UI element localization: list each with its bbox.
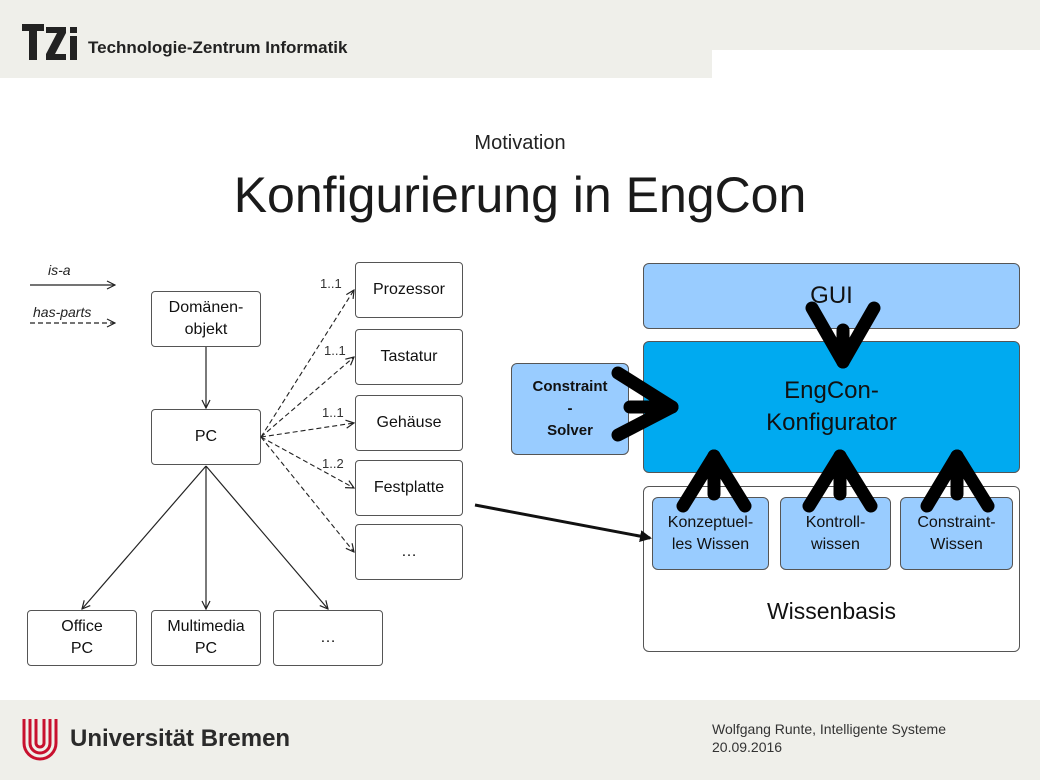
part-node-festplatte: Festplatte [355, 460, 463, 516]
multiplicity-prozessor: 1..1 [320, 276, 342, 291]
conceptual-knowledge-box: Konzeptuel- les Wissen [652, 497, 769, 570]
gui-box: GUI [643, 263, 1020, 329]
edge-pc-to-more [205, 465, 328, 609]
domain-object-node: Domänen- objekt [151, 291, 261, 347]
pc-node: PC [151, 409, 261, 465]
edge-pc-to-office [82, 465, 207, 609]
tzi-logo-icon [22, 24, 77, 60]
part-node-gehaeuse: Gehäuse [355, 395, 463, 451]
header-band [0, 0, 712, 78]
legend-has-parts-label: has-parts [33, 304, 92, 320]
multimedia-pc-node: Multimedia PC [151, 610, 261, 666]
author-name: Wolfgang Runte, Intelligente Systeme [712, 721, 946, 737]
presentation-date: 20.09.2016 [712, 739, 783, 755]
constraint-solver-box: Constraint - Solver [511, 363, 629, 455]
university-name: Universität Bremen [70, 725, 291, 752]
part-node-tastatur: Tastatur [355, 329, 463, 385]
part-node-prozessor: Prozessor [355, 262, 463, 318]
edge-pc-to-more-parts [260, 436, 354, 552]
multiplicity-festplatte: 1..2 [322, 456, 344, 471]
slide-title: Konfigurierung in EngCon [233, 167, 807, 223]
university-logo-icon [22, 719, 58, 761]
header-band-right [712, 0, 1040, 50]
edge-pc-to-gehaeuse [260, 423, 354, 438]
more-children-node: … [273, 610, 383, 666]
org-name: Technologie-Zentrum Informatik [88, 38, 348, 57]
legend-is-a-label: is-a [48, 262, 71, 278]
part-node-more: … [355, 524, 463, 580]
multiplicity-tastatur: 1..1 [324, 343, 346, 358]
constraint-knowledge-box: Constraint- Wissen [900, 497, 1013, 570]
footer-band [0, 700, 1040, 780]
edge-pc-to-tastatur [260, 357, 354, 438]
edge-parts-to-conceptual [474, 503, 652, 543]
engcon-configurator-box: EngCon- Konfigurator [643, 341, 1020, 473]
slide-subtitle: Motivation [474, 132, 566, 154]
control-knowledge-box: Kontroll- wissen [780, 497, 891, 570]
author-info: Wolfgang Runte, Intelligente Systeme 20.… [712, 720, 946, 756]
multiplicity-gehaeuse: 1..1 [322, 405, 344, 420]
office-pc-node: Office PC [27, 610, 137, 666]
